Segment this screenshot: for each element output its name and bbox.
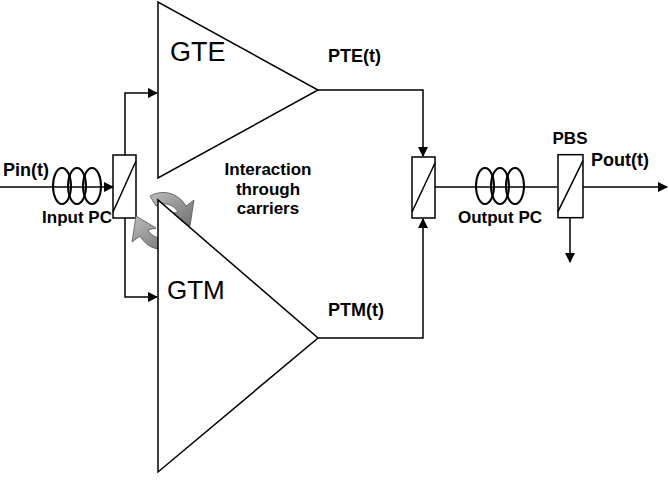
signal-name: PTE(t)	[328, 46, 381, 67]
amplifier-gain-label: GTE	[170, 38, 226, 68]
te-input-wire	[125, 93, 157, 155]
component-label: Output PC	[458, 208, 542, 228]
polarization-splitter	[113, 155, 136, 218]
triangle-outline	[158, 200, 318, 472]
amplifier-triangle: GTE	[158, 2, 318, 178]
te-output-wire	[318, 90, 423, 156]
output-port	[582, 186, 667, 188]
beam-splitter-box: PBS	[551, 130, 590, 218]
triangle-outline	[158, 2, 318, 178]
splitter-label: PBS	[553, 130, 588, 149]
polarization-combiner	[412, 157, 435, 218]
output-fiber	[435, 186, 557, 188]
input-fiber	[0, 186, 113, 188]
output-pc-coils	[476, 168, 524, 204]
signal-name: Pin(t)	[3, 160, 49, 181]
input-pc-coils	[53, 168, 101, 204]
amplifier-triangle: GTM	[158, 200, 318, 472]
amplifier-gain-label: GTM	[167, 276, 225, 305]
tm-output-wire	[318, 219, 423, 338]
rejected-port	[569, 218, 571, 262]
signal-name: Pout(t)	[591, 150, 649, 171]
signal-name: PTM(t)	[328, 300, 384, 321]
annotation: Interaction through carriers	[208, 160, 328, 219]
component-label: Input PC	[42, 208, 112, 228]
